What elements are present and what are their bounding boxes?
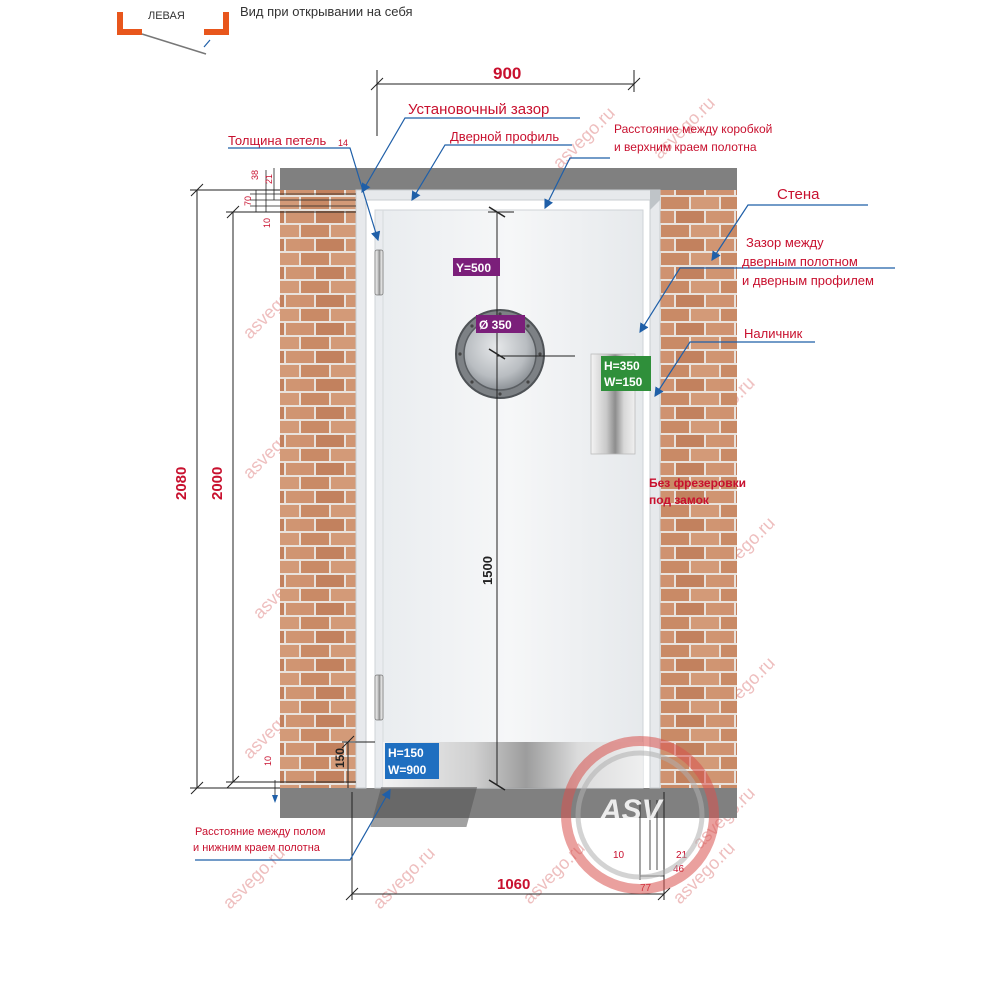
variant-label: ЛЕВАЯ	[148, 10, 185, 22]
dim-bottom-21: 21	[676, 850, 688, 861]
label-floor-gap-1: Расстояние между полом	[195, 826, 325, 838]
hinge-thickness-value: 14	[338, 138, 348, 148]
label-door-profile: Дверной профиль	[450, 129, 559, 144]
label-wall: Стена	[777, 186, 820, 203]
dim-1060-text: 1060	[497, 876, 530, 893]
dim-bottom-46: 46	[673, 864, 685, 875]
header-view-text: Вид при открывании на себя	[240, 4, 413, 19]
dim-2080-text: 2080	[173, 467, 190, 500]
floor-band	[280, 788, 737, 818]
window-y-text: Y=500	[456, 261, 491, 275]
floor-gap-arrow	[272, 795, 278, 803]
left-opening-icon	[117, 12, 229, 55]
dim-floor-gap-text: 10	[263, 756, 273, 766]
dim-900	[370, 70, 641, 136]
dim-150-text: 150	[333, 748, 347, 768]
label-installation-gap: Установочный зазор	[408, 101, 549, 118]
window-diameter-text: Ø 350	[479, 318, 512, 332]
label-floor-gap-2: и нижним краем полотна	[193, 842, 321, 854]
dim-150	[341, 735, 375, 788]
label-leaf-gap-3: и дверным профилем	[742, 273, 874, 288]
dim-top-21: 21	[264, 174, 274, 184]
dim-top-small	[250, 168, 356, 212]
dim-2000-text: 2000	[209, 467, 226, 500]
label-frame-top-gap-2: и верхним краем полотна	[614, 140, 757, 154]
window-diameter-badge	[476, 315, 525, 333]
watermark: asvego.ru	[369, 843, 439, 913]
asv-logo-text: ASV	[599, 794, 665, 827]
label-hinge-thickness: Толщина петель	[228, 133, 326, 148]
side-plate-h-text: H=350	[604, 359, 640, 373]
label-no-lock-1: Без фрезеровки	[649, 476, 746, 490]
side-plate-badge	[601, 356, 651, 391]
side-plate-w-text: W=150	[604, 375, 643, 389]
window-y-badge	[453, 258, 500, 276]
dim-2000	[226, 205, 356, 789]
brick-wall-left	[280, 190, 356, 788]
lintel-band	[280, 168, 737, 190]
label-no-lock-2: под замок	[649, 493, 710, 507]
dim-900-text: 900	[493, 64, 521, 83]
label-leaf-gap-2: дверным полотном	[742, 254, 858, 269]
callout-leaders	[195, 117, 895, 861]
hinge-top	[374, 249, 384, 296]
bottom-plate-h-text: H=150	[388, 746, 424, 760]
asv-logo	[370, 736, 719, 894]
bottom-plate-badge	[385, 743, 439, 779]
dim-bottom-small	[639, 800, 665, 880]
dim-top-38: 38	[250, 170, 260, 180]
brick-wall-right	[660, 190, 737, 788]
door-leaf	[374, 209, 644, 789]
dim-bottom-10: 10	[613, 850, 625, 861]
label-leaf-gap-1: Зазор между	[746, 235, 824, 250]
hinge-bottom	[374, 674, 384, 721]
dim-2080	[190, 183, 280, 795]
label-frame-top-gap-1: Расстояние между коробкой	[614, 122, 772, 136]
window-height-value: 1500	[480, 556, 495, 585]
bottom-plate-w-text: W=900	[388, 763, 427, 777]
watermark: asvego.ru	[549, 103, 619, 173]
dim-top-10: 10	[262, 218, 272, 228]
label-trim: Наличник	[744, 326, 803, 341]
dim-top-70: 70	[243, 196, 253, 206]
frame-bevel	[650, 190, 660, 210]
